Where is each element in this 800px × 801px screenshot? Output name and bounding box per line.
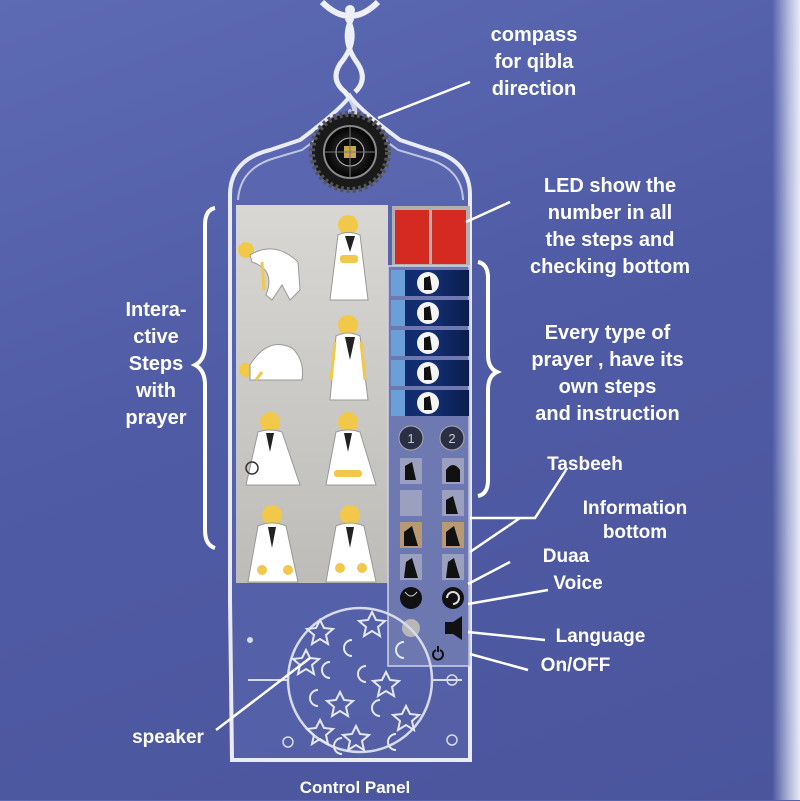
number-button-2[interactable]: 2 [439, 425, 465, 451]
svg-text:2: 2 [448, 431, 455, 446]
step-figure-sitting-hands-up-left [247, 505, 299, 583]
crescent-icon [319, 0, 381, 120]
star-moon-grille-icon [247, 606, 462, 755]
prayer-row-icon[interactable] [391, 330, 469, 356]
mosque-button[interactable] [442, 458, 464, 484]
prayer-row-icon[interactable] [391, 270, 469, 296]
compass-icon [309, 111, 391, 193]
box-edge [772, 0, 800, 800]
step-figure-sitting-right [325, 412, 377, 486]
speaker-callout: speaker [132, 727, 204, 748]
refresh-button[interactable] [442, 587, 464, 609]
step-figure-standing-hands-folded [329, 215, 369, 301]
right-brace [477, 260, 502, 498]
number-button-1[interactable]: 1 [398, 425, 424, 451]
led-callout: LED show the number in all the steps and… [529, 175, 690, 278]
onoff-callout: On/OFF [540, 655, 611, 676]
callout-lines [215, 80, 568, 731]
prayer-types-callout: Every type of prayer , have its own step… [531, 322, 684, 425]
step-figure-prostrating [239, 344, 303, 381]
control-panel-title: Control Panel [299, 778, 411, 797]
left-brace [190, 206, 216, 550]
compass-callout: compass for qibla direction [490, 24, 578, 100]
crescent-button[interactable] [400, 490, 422, 516]
svg-text:1: 1 [407, 431, 414, 446]
language-callout: Language [555, 626, 646, 647]
interactive-steps-callout: Intera- ctive Steps with prayer [125, 299, 187, 429]
information-button[interactable] [442, 490, 464, 516]
duaa-button-left[interactable] [400, 522, 422, 548]
step-figure-sitting-left [245, 412, 301, 486]
step-figure-sitting-hands-up-right [325, 505, 377, 583]
prayer-row-icon[interactable] [391, 390, 469, 416]
voice-button-left[interactable] [400, 554, 422, 580]
tasbeeh-callout: Tasbeeh [547, 454, 623, 475]
step-figure-bowing [238, 242, 301, 301]
voice-button-right[interactable] [442, 554, 464, 580]
power-button[interactable] [432, 646, 444, 661]
duaa-callout: Duaa [542, 546, 590, 567]
prayer-row-icon[interactable] [391, 300, 469, 326]
prayer-type-rows [391, 270, 469, 416]
led-display-icon [392, 206, 470, 266]
globe-button[interactable] [400, 587, 422, 609]
tasbeeh-button[interactable] [400, 458, 422, 484]
function-button-grid [400, 458, 464, 661]
information-callout: Information bottom [582, 498, 688, 543]
voice-callout: Voice [553, 573, 603, 594]
step-figure-standing-arms-down [329, 315, 369, 401]
prayer-row-icon[interactable] [391, 360, 469, 386]
duaa-button-right[interactable] [442, 522, 464, 548]
speaker-volume-button[interactable] [445, 616, 462, 640]
